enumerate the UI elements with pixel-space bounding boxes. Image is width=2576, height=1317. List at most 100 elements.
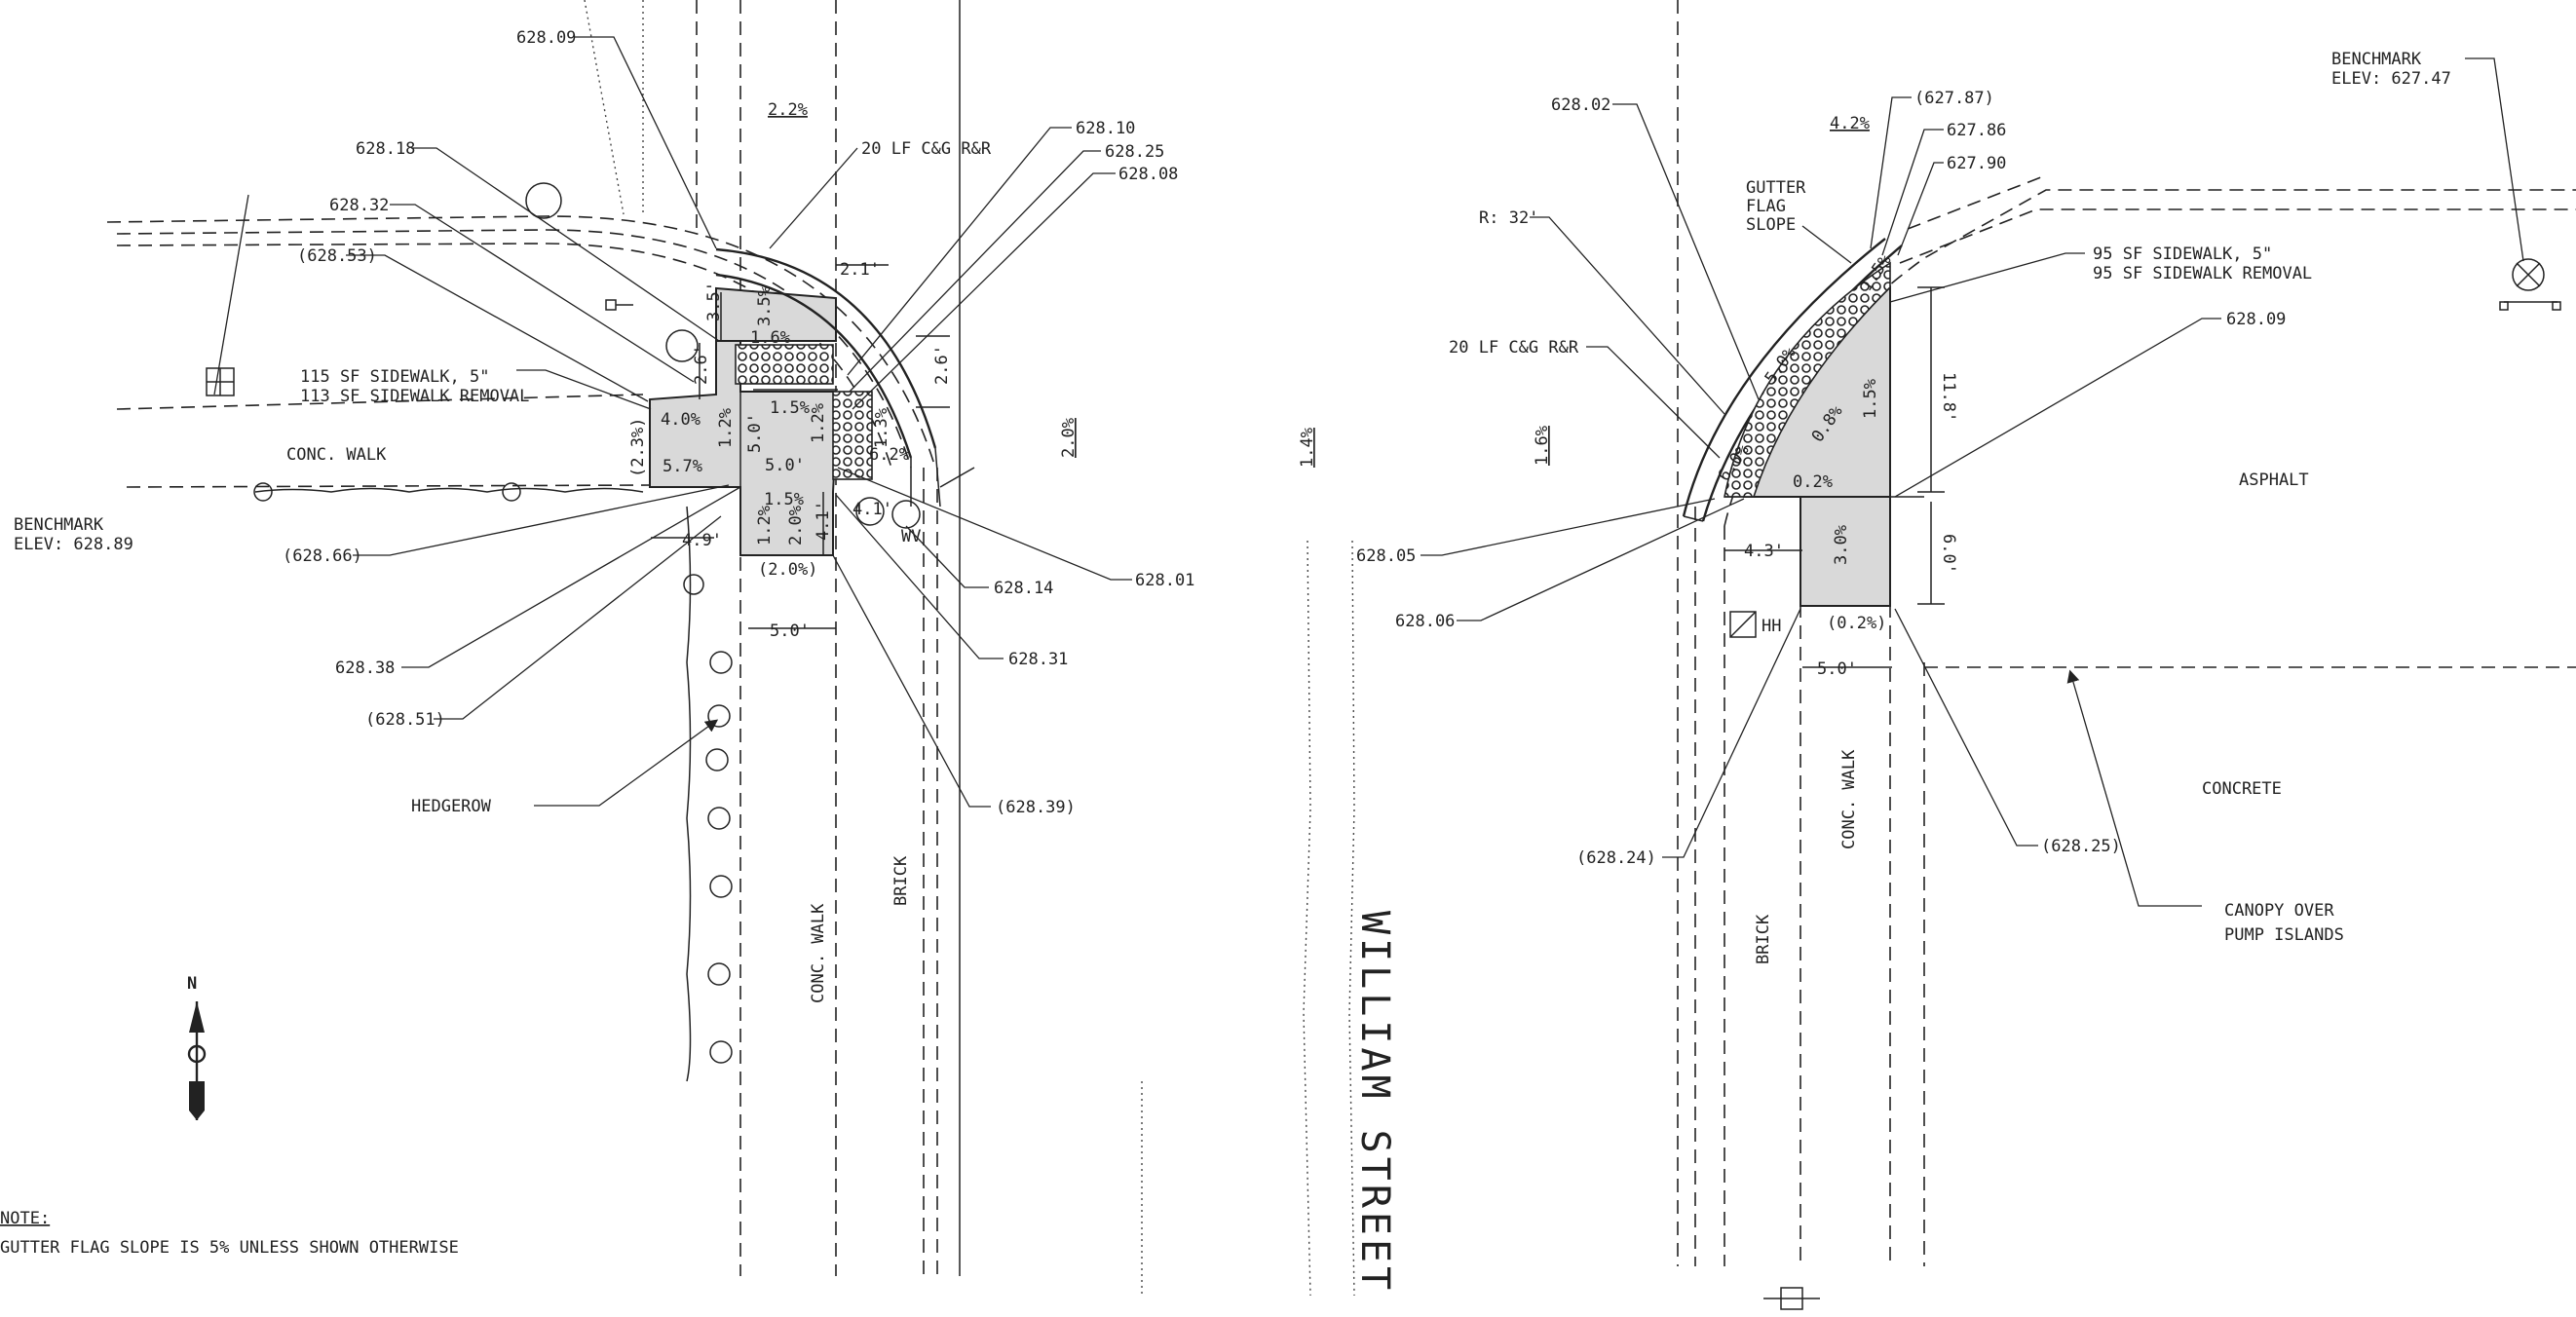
slope-label: 1.6% bbox=[750, 328, 790, 348]
cg-label: 20 LF C&G R&R bbox=[1449, 338, 1579, 357]
elev-label: (628.24) bbox=[1576, 848, 1656, 868]
elev-label: 628.10 bbox=[1076, 119, 1135, 138]
left-dimensions bbox=[651, 264, 950, 629]
concrete-label: CONCRETE bbox=[2202, 779, 2282, 799]
asphalt-label: ASPHALT bbox=[2239, 470, 2309, 490]
elev-label: (628.53) bbox=[297, 246, 377, 266]
elev-label: 628.18 bbox=[356, 139, 415, 159]
water-valve-icon bbox=[855, 497, 921, 529]
slope-label: 2.0% bbox=[786, 506, 806, 546]
cg-label: 20 LF C&G R&R bbox=[861, 139, 992, 159]
conc-walk-label: CONC. WALK bbox=[286, 445, 387, 465]
left-tree-icon bbox=[525, 182, 562, 219]
elev-label: (628.51) bbox=[365, 710, 445, 730]
brick-label: BRICK bbox=[1754, 914, 1773, 964]
right-leader-lines bbox=[1421, 57, 2524, 907]
wv-label: WV bbox=[901, 527, 921, 546]
handhole-icon bbox=[1729, 611, 1757, 638]
hedgerow-label: HEDGEROW bbox=[411, 797, 492, 816]
slope-label: 5.7% bbox=[663, 457, 702, 476]
note-text: GUTTER FLAG SLOPE IS 5% UNLESS SHOWN OTH… bbox=[0, 1238, 459, 1258]
right-curb-return bbox=[1682, 238, 1886, 517]
slope-label: 1.2% bbox=[755, 506, 775, 546]
hedgerow-shrubs bbox=[253, 482, 733, 1064]
slope-label: (2.3%) bbox=[628, 418, 648, 477]
dimension-label: 3.5' bbox=[704, 282, 724, 321]
benchmark-elev-label: ELEV: 628.89 bbox=[14, 535, 133, 554]
right-walk-panel bbox=[1799, 496, 1891, 607]
slope-label: 1.5% bbox=[764, 490, 804, 509]
slope-label: 2.2% bbox=[768, 100, 808, 120]
left-manhole-icon bbox=[665, 329, 699, 362]
sign-post-icon bbox=[1763, 1287, 1820, 1310]
slope-label: 4.0% bbox=[661, 410, 701, 430]
elev-label: 628.32 bbox=[329, 196, 389, 215]
general-note: NOTE: GUTTER FLAG SLOPE IS 5% UNLESS SHO… bbox=[0, 1209, 459, 1258]
right-truncated-dome bbox=[1724, 261, 1891, 498]
dimension-label: 11.8' bbox=[1939, 372, 1958, 422]
elev-label: 628.14 bbox=[994, 579, 1053, 598]
left-leader-lines bbox=[213, 36, 1132, 808]
dimension-label: 4.9' bbox=[682, 531, 722, 550]
elev-label: (628.25) bbox=[2041, 837, 2121, 856]
benchmark-label: BENCHMARK bbox=[2331, 50, 2422, 69]
elev-label: 628.06 bbox=[1395, 612, 1455, 631]
canopy-label: CANOPY OVER bbox=[2224, 901, 2334, 921]
slope-label: 1.2% bbox=[716, 408, 736, 448]
elev-label: 628.38 bbox=[335, 658, 395, 678]
gutter-flag-label: GUTTER bbox=[1746, 178, 1806, 198]
dimension-label: 2.6' bbox=[692, 345, 711, 385]
brick-label: BRICK bbox=[891, 855, 911, 906]
dimension-label: 4.1' bbox=[814, 501, 833, 541]
note-title: NOTE: bbox=[0, 1209, 50, 1228]
dimension-label: 2.6' bbox=[932, 345, 952, 385]
benchmark-label: BENCHMARK bbox=[14, 515, 104, 535]
slope-label: 6.2% bbox=[869, 445, 909, 465]
radius-label: R: 32' bbox=[1479, 208, 1538, 228]
slope-label: 3.5% bbox=[755, 286, 775, 326]
elev-label: 627.90 bbox=[1947, 154, 2006, 173]
sidewalk-label: 95 SF SIDEWALK, 5" bbox=[2093, 245, 2272, 264]
conc-walk-label: CONC. WALK bbox=[1839, 749, 1859, 849]
slope-label: 1.5% bbox=[770, 398, 810, 418]
dimension-label: 5.0' bbox=[765, 456, 805, 475]
elev-label: 628.01 bbox=[1135, 571, 1194, 590]
slope-label: 4.2% bbox=[1830, 114, 1870, 133]
dimension-label: 6.0' bbox=[1939, 534, 1958, 574]
left-curb-return bbox=[715, 247, 937, 449]
left-corner-plan: 628.09 628.18 628.32 (628.53) 628.10 628… bbox=[14, 0, 1194, 1296]
left-truncated-dome-1 bbox=[735, 344, 834, 385]
sidewalk-removal-label: 95 SF SIDEWALK REMOVAL bbox=[2093, 264, 2312, 283]
sidewalk-label: 115 SF SIDEWALK, 5" bbox=[300, 367, 489, 387]
street-slope-label: 1.4% bbox=[1298, 428, 1317, 468]
elev-label: 628.31 bbox=[1008, 650, 1068, 669]
slope-label: 1.2% bbox=[809, 403, 828, 443]
elev-label: 627.86 bbox=[1947, 121, 2006, 140]
gutter-flag-label: FLAG bbox=[1746, 197, 1786, 216]
street-name-label: WILLIAM STREET bbox=[1352, 911, 1397, 1294]
dimension-label: 2.1' bbox=[840, 260, 880, 280]
slope-label: 0.2% bbox=[1793, 472, 1833, 492]
elev-label: 628.09 bbox=[516, 28, 576, 48]
slope-label: 1.5% bbox=[1861, 379, 1880, 419]
slope-label: (0.2%) bbox=[1827, 614, 1886, 633]
slope-label: (2.0%) bbox=[758, 560, 817, 580]
right-corner-plan: 628.02 (627.87) 627.86 627.90 628.09 628… bbox=[1356, 0, 2576, 1310]
canopy-label: PUMP ISLANDS bbox=[2224, 925, 2344, 945]
elev-label: 628.09 bbox=[2226, 310, 2286, 329]
elev-label: 628.08 bbox=[1118, 165, 1178, 184]
dimension-label: 5.0' bbox=[745, 413, 765, 453]
elev-label: 628.05 bbox=[1356, 546, 1416, 566]
william-street: WILLIAM STREET 1.4% bbox=[1298, 428, 1397, 1297]
left-truncated-dome-2 bbox=[832, 391, 873, 480]
dimension-label: 5.0' bbox=[1817, 659, 1857, 679]
slope-label: 3.0% bbox=[1832, 525, 1851, 565]
north-arrow-icon: N bbox=[187, 974, 207, 1120]
dimension-label: 4.3' bbox=[1744, 542, 1784, 561]
sidewalk-removal-label: 113 SF SIDEWALK REMOVAL bbox=[300, 387, 529, 406]
slope-label: 2.0% bbox=[1059, 418, 1079, 458]
dimension-label: 4.1' bbox=[852, 500, 892, 519]
elev-label: (628.66) bbox=[283, 546, 362, 566]
conc-walk-label: CONC. WALK bbox=[809, 903, 828, 1003]
gutter-flag-label: SLOPE bbox=[1746, 215, 1796, 235]
